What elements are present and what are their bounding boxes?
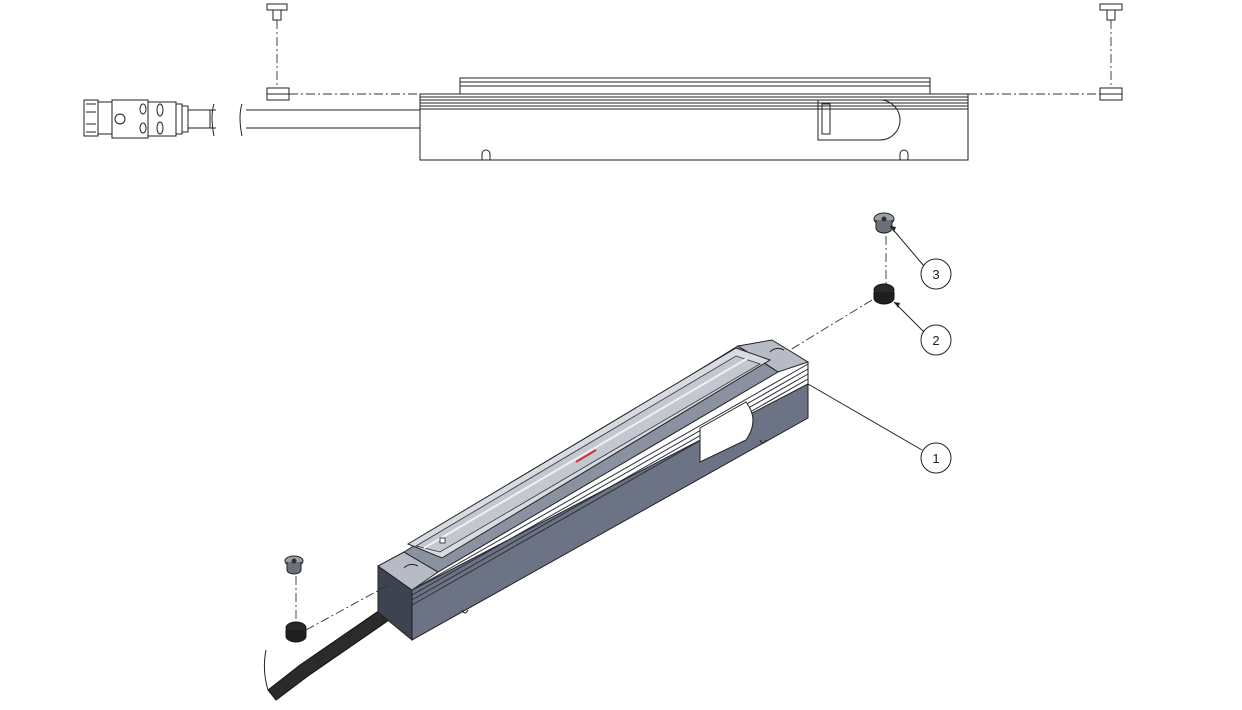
isometric-view: 3 2 1: [263, 212, 952, 701]
side-view: [83, 3, 1123, 161]
screw-left-side: [266, 3, 290, 101]
balloon-3-label: 3: [932, 267, 939, 282]
red-marking: [575, 449, 597, 463]
cable-side: [210, 103, 420, 137]
balloon-2: 2: [920, 324, 952, 356]
cable-connector-side: [83, 99, 211, 139]
balloon-1-label: 1: [932, 451, 939, 466]
balloon-1: 1: [920, 442, 952, 474]
balloon-3: 3: [920, 258, 952, 290]
screw-right-iso: [789, 212, 895, 351]
screw-right-side: [1099, 3, 1123, 101]
sensor-housing-iso: [377, 339, 810, 642]
leader-lines: [807, 225, 925, 451]
sensor-housing-side: [419, 77, 969, 161]
screw-left-iso: [284, 555, 395, 643]
balloon-2-label: 2: [932, 333, 939, 348]
